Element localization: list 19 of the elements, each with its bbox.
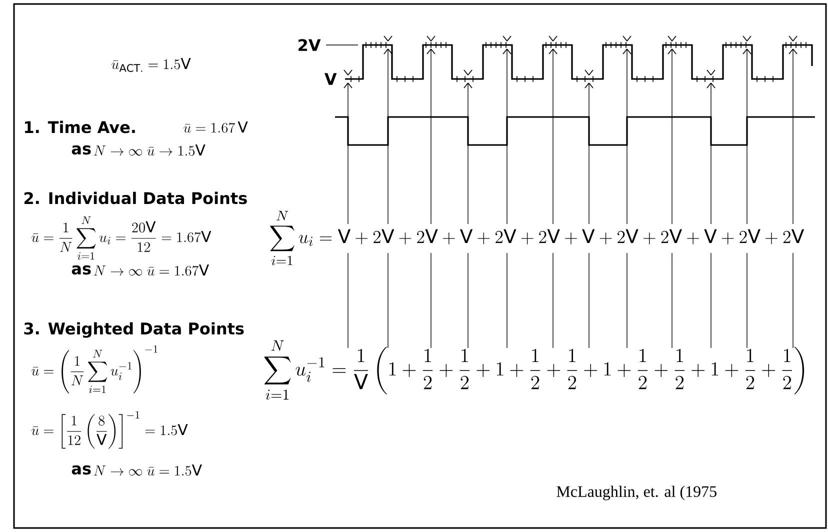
formula: $\bar{u}=\left(\frac{1}{N}\sum_{i=1}^{N}u_i^{-1}\right)^{-1}$ (32, 345, 158, 394)
formula: $\sum_{i=1}^{N}u_i=\mathrm{V}+2\mathrm{V}+2\mathrm{V}+\mathrm{V}+2\mathrm{V}+2\mathrm{V}+\mathrm{V}+2\mathrm{V}+2\mathrm{V}+\mathrm{V}+2\mathrm{V}+2\mathrm{V}$ (270, 210, 804, 266)
formula: $N\rightarrow\infty\;\bar{u}\rightarrow1.5\mathrm{V}$ (94, 144, 206, 156)
formula: $\sum_{i=1}^{N}u_i^{-1}=\frac{1}{\mathrm{V}}\left(1+\frac{1}{2}+\frac{1}{2}+1+\frac{1}{2}+\frac{1}{2}+1+\frac{1}{2}+\frac{1}{2}+1+\frac{1}{2}+\frac{1}{2}\right)$ (264, 340, 804, 400)
note-text: as (72, 465, 91, 475)
formula: $N\rightarrow\infty\;\bar{u}=1.67\mathrm{V}$ (94, 264, 209, 276)
method-heading: 1. Time Ave. (25, 120, 135, 134)
method-heading: 3. Weighted Data Points (24, 322, 244, 338)
formula: $N\rightarrow\infty\;\bar{u}=1.5\mathrm{V}$ (94, 464, 202, 476)
formula: $\bar{u}=\frac{1}{N}\sum_{i=1}^{N}u_i=\frac{20\mathrm{V}}{12}=1.67\mathrm{V}$ (32, 216, 212, 260)
formula: $\bar{u}=1.67\,\mathrm{V}$ (184, 122, 248, 133)
level-label: V (324, 73, 337, 85)
citation-caption: McLaughlin, et. al (1975 (556, 486, 716, 500)
method-heading: 2. Individual Data Points (24, 192, 247, 204)
formula: $\bar{u}_{\mathrm{ACT.}}=1.5\mathrm{V}$ (112, 58, 191, 72)
note-text: as (72, 145, 91, 155)
note-text: as (72, 265, 91, 275)
formula: $\bar{u}=\left[\frac{1}{12}\left(\frac{8}{\mathrm{V}}\right)\right]^{-1}=1.5\mathrm{V}$ (32, 411, 188, 449)
level-label: 2V (298, 39, 321, 51)
